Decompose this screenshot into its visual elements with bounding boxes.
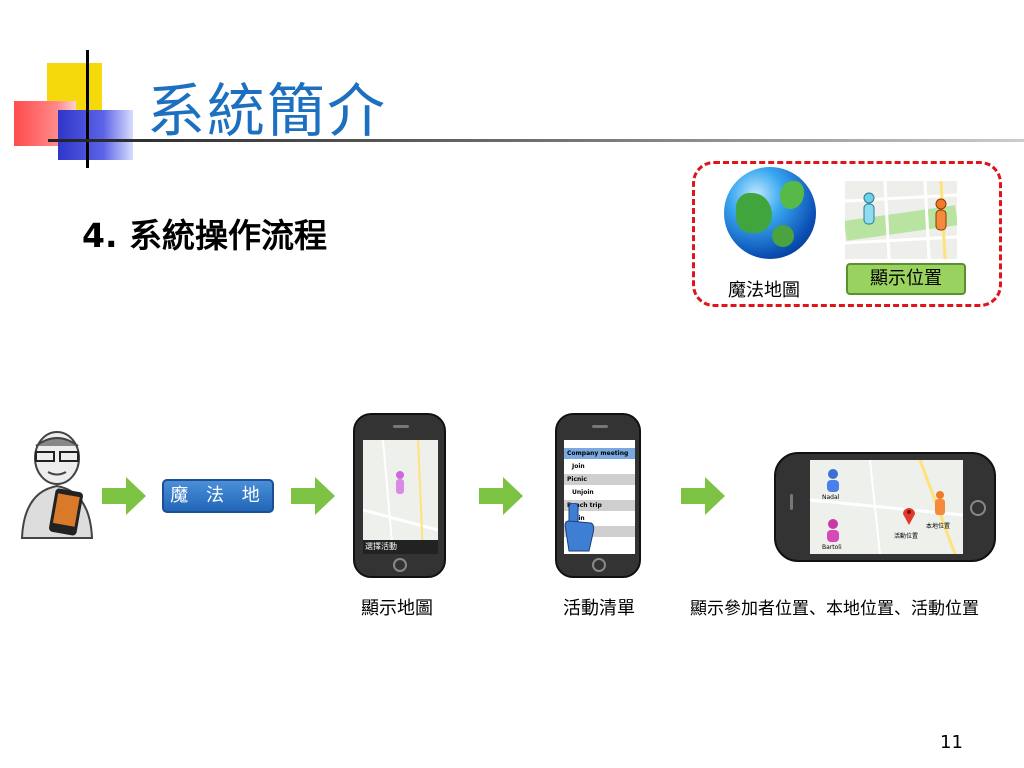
phone-speaker: [790, 494, 793, 510]
legend-globe-label: 魔法地圖: [728, 280, 800, 301]
location-pin-icon: [396, 471, 404, 494]
list-item[interactable]: Company meeting: [564, 448, 635, 459]
home-button[interactable]: [592, 558, 606, 572]
phone-speaker: [592, 425, 608, 428]
phone-map-screen: 選擇活動: [363, 440, 438, 554]
page-number: 11: [940, 732, 963, 753]
list-item-empty: [564, 526, 635, 537]
globe-land: [780, 181, 804, 209]
user-sketch-icon: [20, 431, 94, 539]
title-underline: [48, 139, 1024, 142]
map-roads: [363, 440, 438, 554]
phone-landscape-map: Nadal Bartoli 本地位置 活動位置: [774, 452, 996, 562]
activity-pin-icon: [903, 508, 915, 525]
globe-land: [772, 225, 794, 247]
home-button[interactable]: [970, 500, 986, 516]
title-decoration-vertical-line: [86, 50, 89, 168]
list-item[interactable]: Join: [564, 461, 635, 472]
select-activity-bar[interactable]: 選擇活動: [363, 540, 438, 554]
globe-land: [736, 193, 772, 233]
show-position-button[interactable]: 顯示位置: [846, 263, 966, 295]
phone2-caption: 活動清單: [563, 598, 635, 619]
pin-label-bartoli: Bartoli: [822, 544, 842, 551]
pin-label-local: 本地位置: [926, 523, 951, 530]
title-decoration-blue: [58, 110, 133, 160]
participant-pin-icon: [863, 192, 875, 225]
pin-label-nadal: Nadal: [822, 494, 840, 501]
activity-list-screen: Company meeting Join Picnic Unjoin Beach…: [564, 440, 635, 554]
local-pin-icon: [935, 491, 945, 515]
phone3-caption: 顯示參加者位置、本地位置、活動位置: [690, 599, 979, 619]
phone-speaker: [393, 425, 409, 428]
select-activity-label: 選擇活動: [365, 542, 397, 551]
participant-pin-icon: [827, 519, 839, 542]
phone-activity-list: Company meeting Join Picnic Unjoin Beach…: [555, 413, 641, 578]
phone1-caption: 顯示地圖: [361, 598, 433, 619]
flow-arrow-4-icon: [681, 477, 725, 515]
magic-map-button[interactable]: 魔 法 地 圖: [162, 479, 274, 536]
local-pin-icon: [935, 198, 947, 231]
participant-pin-icon: [827, 469, 839, 492]
landscape-map-screen: Nadal Bartoli 本地位置 活動位置: [810, 460, 963, 554]
slide-subtitle: 4. 系統操作流程: [82, 216, 327, 255]
phone-map: 選擇活動: [353, 413, 446, 578]
list-item[interactable]: Unjoin: [564, 487, 635, 498]
legend-box: [692, 161, 1002, 307]
list-item[interactable]: Picnic: [564, 474, 635, 485]
list-item[interactable]: Beach trip: [564, 500, 635, 511]
tap-hand-icon: [564, 503, 595, 552]
flow-arrow-2-icon: [291, 477, 335, 515]
slide-title: 系統簡介: [147, 77, 388, 145]
globe-icon: [724, 167, 816, 259]
flow-arrow-1-icon: [102, 477, 146, 515]
flow-arrow-3-icon: [479, 477, 523, 515]
minimap-icon: [845, 181, 957, 259]
home-button[interactable]: [393, 558, 407, 572]
pin-label-activity: 活動位置: [894, 533, 919, 540]
